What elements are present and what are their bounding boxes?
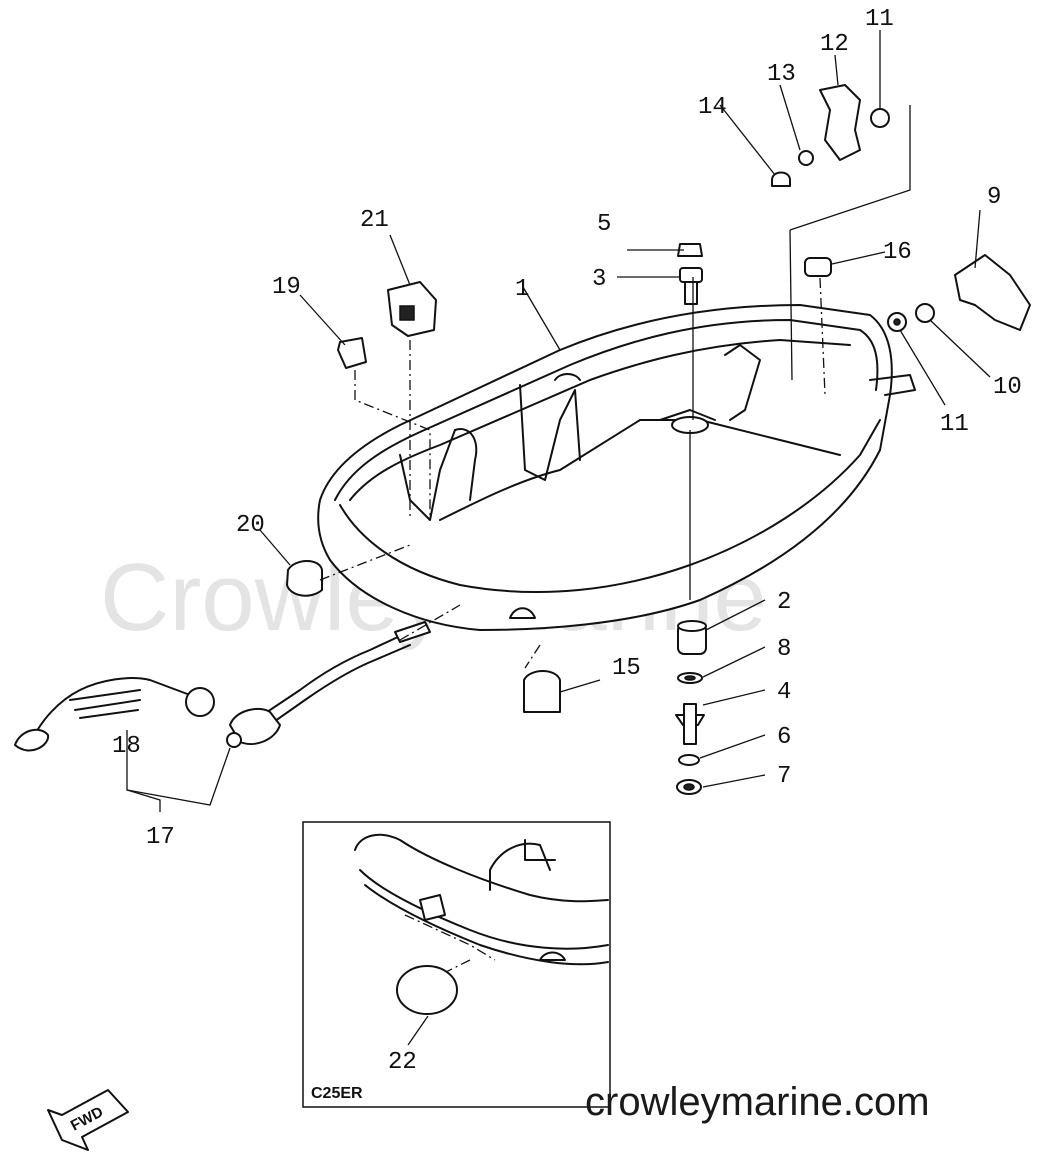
callout-21: 21 — [360, 207, 389, 234]
callout-19: 19 — [272, 274, 301, 301]
callout-15: 15 — [612, 655, 641, 682]
callout-17: 17 — [146, 824, 175, 851]
callout-4: 4 — [777, 679, 791, 706]
footer-url: crowleymarine.com — [585, 1080, 930, 1124]
inset-c25er: 22 C25ER — [302, 821, 611, 1108]
callout-12: 12 — [820, 31, 849, 58]
callout-14: 14 — [698, 94, 727, 121]
leader-lines — [126, 30, 991, 812]
callout-7: 7 — [777, 763, 791, 790]
callout-2: 2 — [777, 589, 791, 616]
grommet-stack — [675, 620, 707, 795]
small-parts — [286, 281, 561, 713]
callout-5: 5 — [597, 211, 611, 238]
callout-11-upper: 11 — [865, 6, 894, 33]
bottom-cowling — [317, 304, 916, 631]
callout-16: 16 — [883, 239, 912, 266]
callout-22: 22 — [388, 1049, 417, 1076]
callout-20: 20 — [236, 512, 265, 539]
callout-8: 8 — [777, 636, 791, 663]
inset-model-label: C25ER — [311, 1085, 363, 1102]
fwd-arrow-icon: FWD — [47, 1089, 129, 1151]
callout-10: 10 — [993, 374, 1022, 401]
callout-11-lower: 11 — [940, 411, 969, 438]
callout-labels: 1 2 3 4 5 6 7 8 9 10 11 11 12 13 14 15 1… — [112, 6, 1022, 851]
callout-3: 3 — [592, 266, 606, 293]
collar-nut — [677, 243, 703, 305]
callout-6: 6 — [777, 724, 791, 751]
callout-9: 9 — [987, 184, 1001, 211]
callout-1: 1 — [515, 276, 529, 303]
latch-lever-group — [771, 84, 1031, 381]
callout-18: 18 — [112, 733, 141, 760]
callout-13: 13 — [767, 61, 796, 88]
